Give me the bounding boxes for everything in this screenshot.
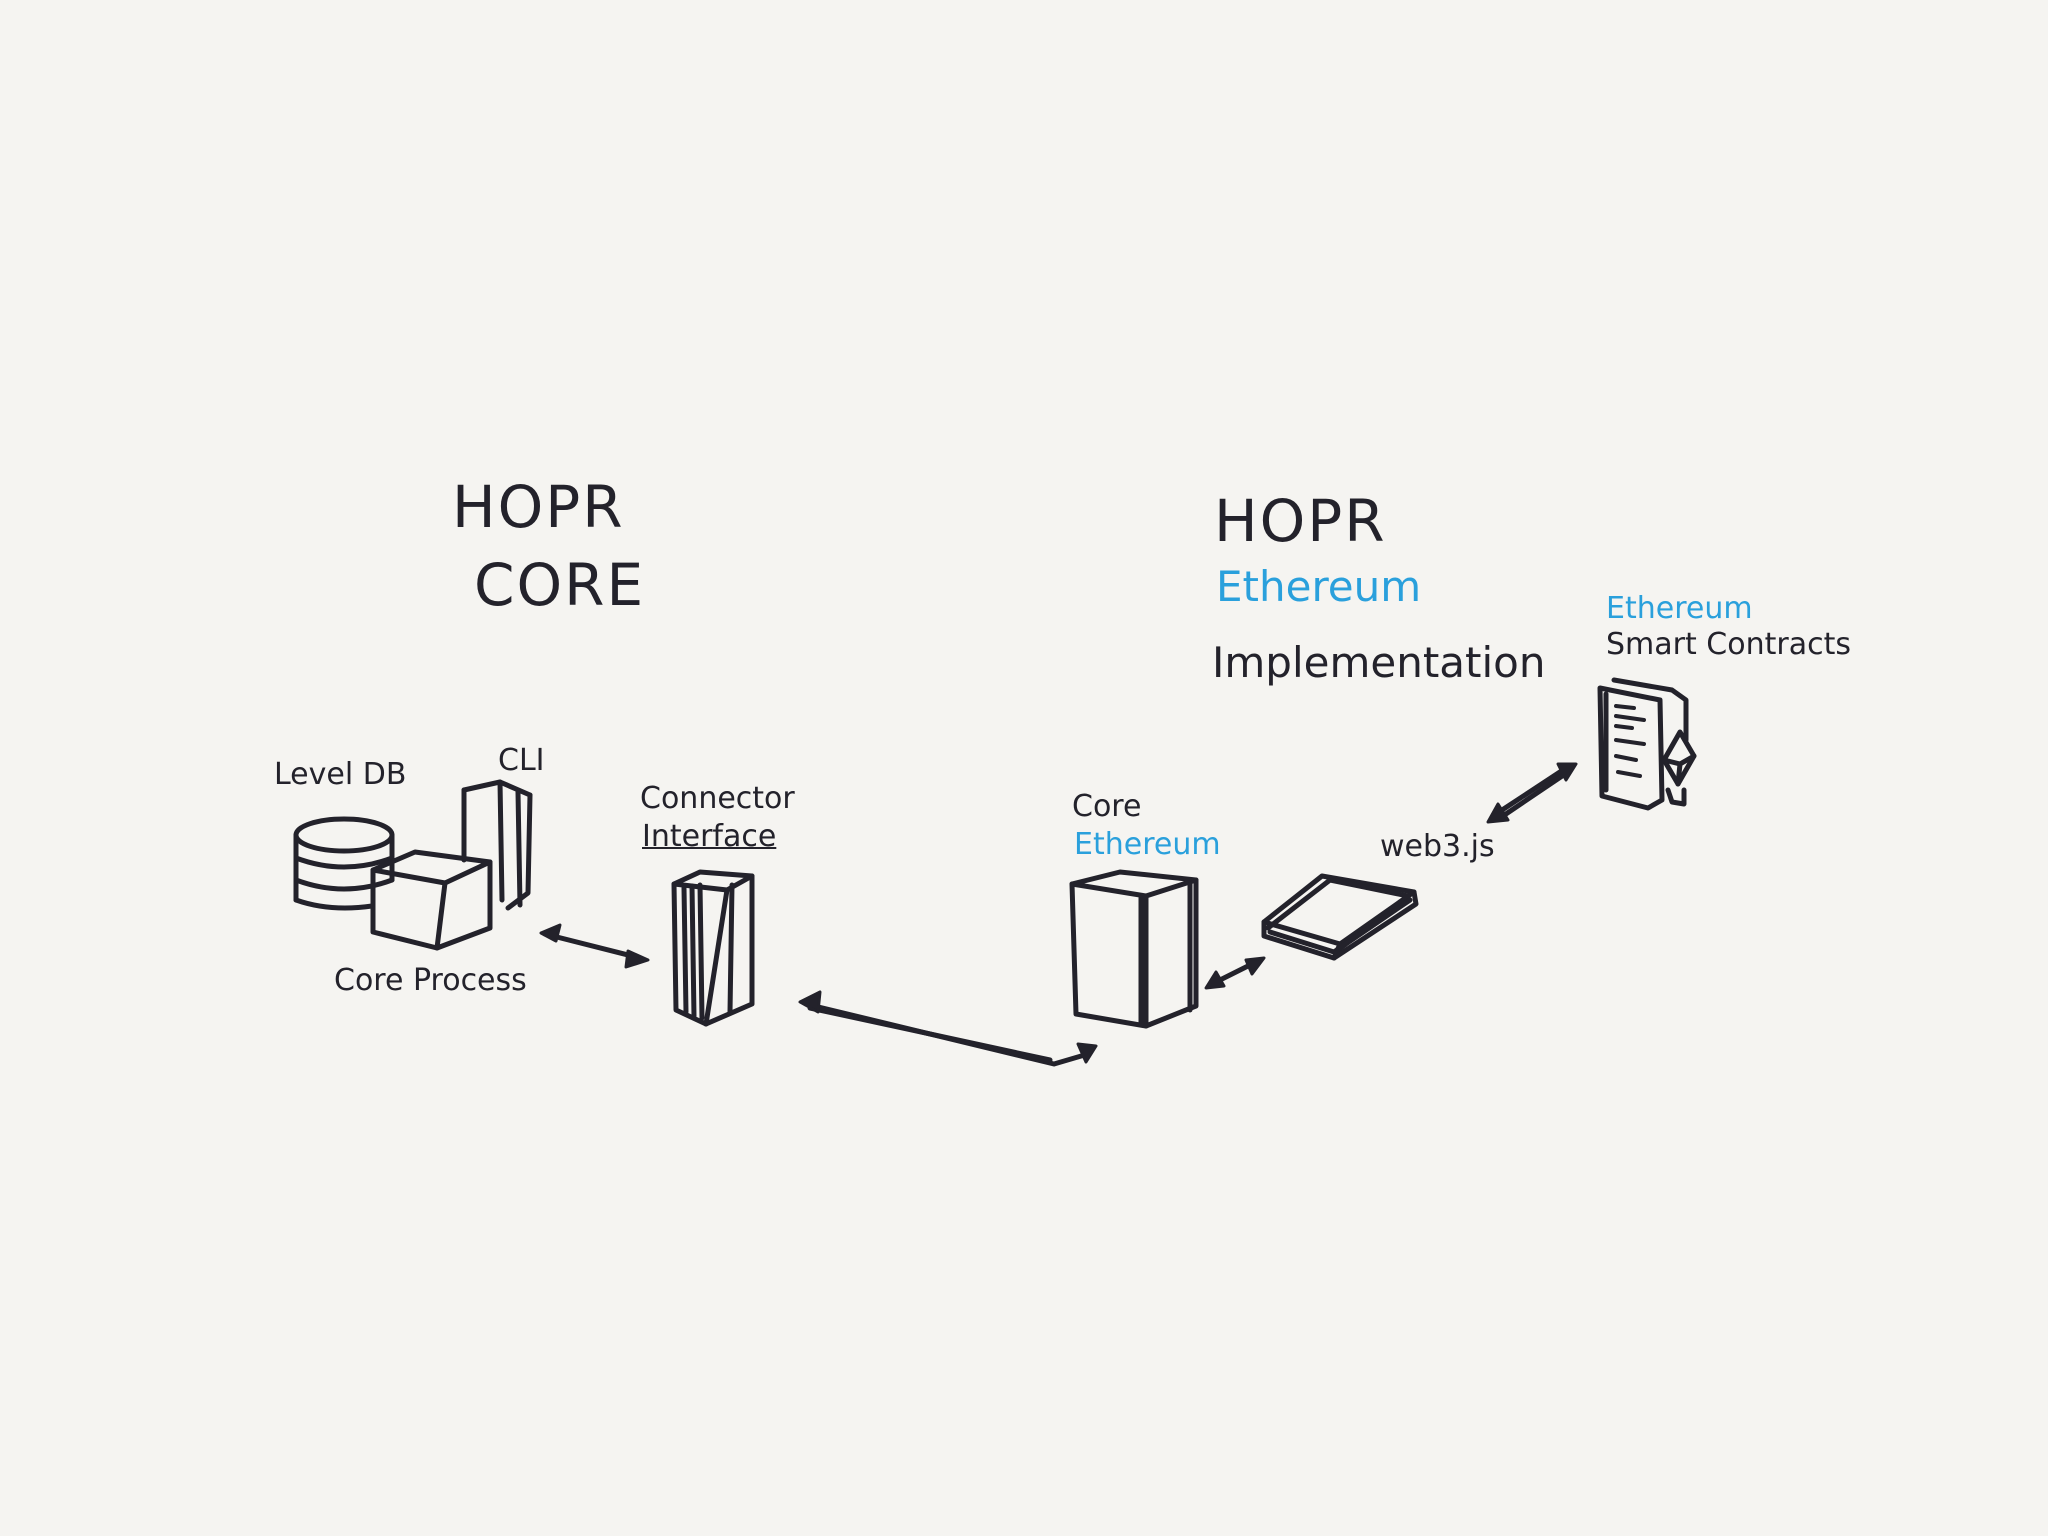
arrow-core-ethereum-to-web3	[1204, 956, 1266, 990]
ethereum-title-line1: HOPR	[1214, 487, 1387, 555]
web3-module-icon	[1261, 873, 1419, 961]
smart-contracts-label-line1: Ethereum	[1606, 591, 1753, 626]
core-ethereum-label-line1: Core	[1072, 789, 1142, 824]
core-process-label: Core Process	[334, 963, 527, 998]
level-db-label: Level DB	[274, 757, 407, 792]
core-ethereum-label-line2: Ethereum	[1074, 827, 1221, 862]
database-icon	[293, 816, 395, 911]
arrow-core-to-connector	[539, 923, 650, 969]
ethereum-title-line2: Ethereum	[1216, 562, 1422, 611]
connector-interface-label-line1: Connector	[640, 781, 795, 816]
ethereum-title-line3: Implementation	[1212, 638, 1546, 687]
smart-contracts-label-line2: Smart Contracts	[1606, 627, 1851, 662]
cli-terminal-icon	[461, 779, 533, 911]
core-title-line1: HOPR	[452, 473, 625, 541]
cli-label: CLI	[498, 743, 545, 778]
core-ethereum-box-icon	[1069, 869, 1199, 1029]
smart-contract-document-icon	[1597, 677, 1697, 811]
arrow-web3-to-smart-contracts	[1486, 762, 1578, 824]
arrow-connector-to-core-ethereum	[798, 990, 1098, 1067]
connector-interface-label-line2: Interface	[642, 819, 777, 854]
core-title-line2: CORE	[474, 551, 646, 619]
core-process-box-icon	[370, 849, 493, 951]
connector-interface-tower-icon	[671, 869, 755, 1027]
web3-label: web3.js	[1380, 829, 1495, 864]
